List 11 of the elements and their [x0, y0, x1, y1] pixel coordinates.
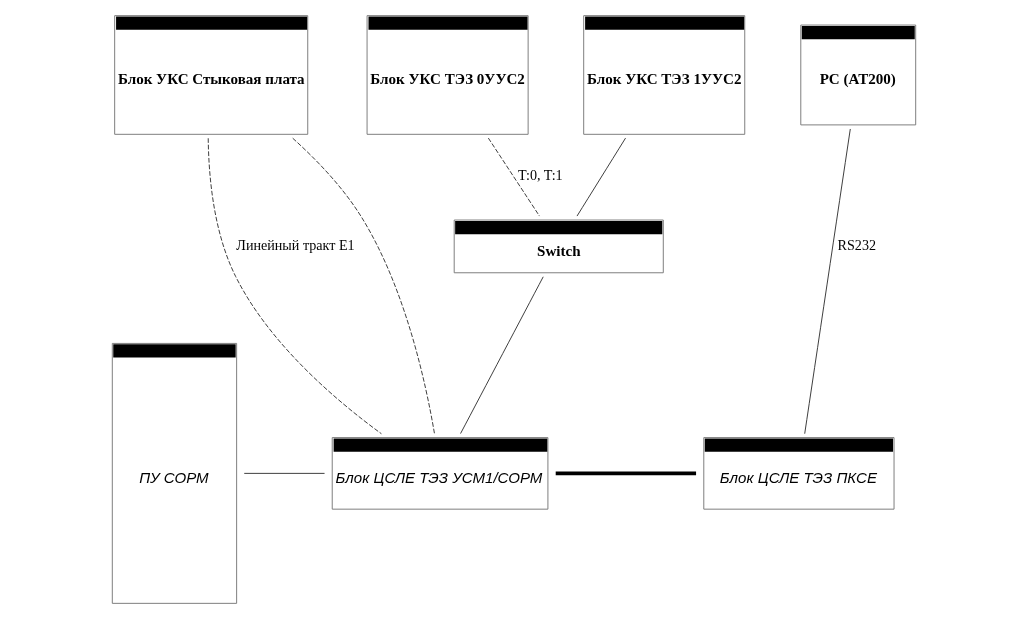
connector [207, 137, 382, 435]
connector [487, 137, 540, 217]
edge-label: RS232 [837, 236, 876, 253]
connector [803, 128, 851, 435]
edge-label: Линейный тракт E1 [235, 236, 355, 253]
connector [459, 276, 544, 435]
connector [555, 471, 696, 476]
connector [291, 137, 435, 435]
connector [243, 472, 325, 474]
connector [576, 137, 626, 217]
edge-label: T:0, T:1 [517, 167, 563, 184]
